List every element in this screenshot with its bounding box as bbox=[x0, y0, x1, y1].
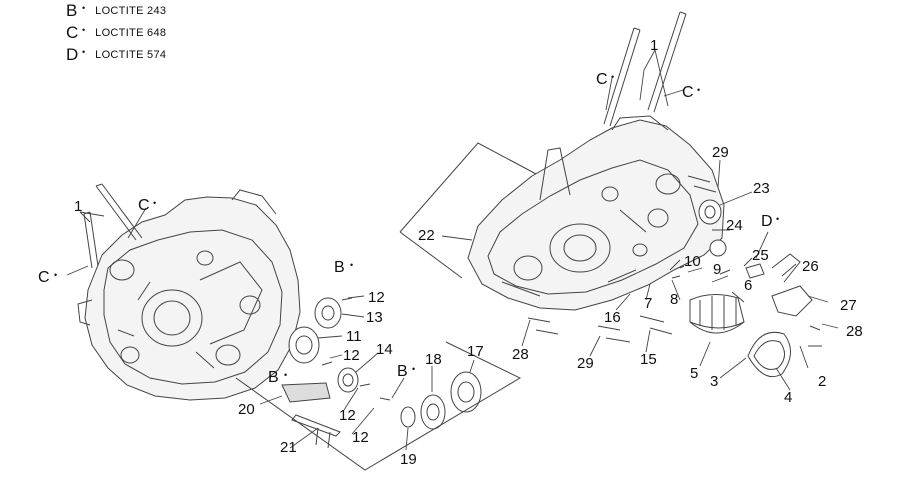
right-crankcase bbox=[467, 115, 725, 311]
callout-b-left-top: B bbox=[334, 259, 345, 276]
callout-26: 26 bbox=[802, 258, 819, 275]
callout-4: 4 bbox=[784, 389, 792, 406]
callout-1-right: 1 bbox=[650, 37, 658, 54]
legend-row-b: B • LOCTITE 243 bbox=[66, 0, 166, 22]
legend-row-d: D• LOCTITE 574 bbox=[66, 44, 166, 66]
callout-1-left: 1 bbox=[74, 198, 82, 215]
callout-28-left: 28 bbox=[512, 346, 529, 363]
right-studs bbox=[603, 11, 687, 127]
callout-12-a: 12 bbox=[368, 289, 385, 306]
callout-29-bottom: 29 bbox=[577, 355, 594, 372]
drop-icon: • bbox=[153, 198, 156, 208]
legend-letter: C bbox=[66, 23, 79, 42]
callout-21: 21 bbox=[280, 439, 297, 456]
callout-20: 20 bbox=[238, 401, 255, 418]
drop-icon: • bbox=[82, 25, 86, 35]
callout-19: 19 bbox=[400, 451, 417, 468]
legend-letter: B bbox=[66, 1, 78, 20]
callout-18: 18 bbox=[425, 351, 442, 368]
loctite-legend: B•LOCTITE 243 C•LOCTITE 648 D•LOCTITE 57… bbox=[66, 0, 166, 66]
callout-c-right-left: C bbox=[596, 71, 608, 88]
left-crankcase bbox=[77, 189, 301, 401]
legend-letter: D bbox=[66, 45, 79, 64]
callout-13: 13 bbox=[366, 309, 383, 326]
callout-27: 27 bbox=[840, 297, 857, 314]
callout-2: 2 bbox=[818, 373, 826, 390]
callout-b-right-mid: B bbox=[397, 363, 408, 380]
callout-22: 22 bbox=[418, 227, 435, 244]
callout-d: D bbox=[761, 213, 773, 230]
drop-icon: • bbox=[284, 370, 287, 380]
callout-9: 9 bbox=[713, 261, 721, 278]
callout-3: 3 bbox=[710, 373, 718, 390]
drop-icon: • bbox=[611, 72, 614, 82]
left-group-bracket bbox=[235, 341, 522, 471]
callout-25: 25 bbox=[752, 247, 769, 264]
callout-16: 16 bbox=[604, 309, 621, 326]
callout-24: 24 bbox=[726, 217, 743, 234]
callout-c-left-top: C bbox=[138, 197, 150, 214]
callout-14: 14 bbox=[376, 341, 393, 358]
leader-lines bbox=[66, 49, 839, 451]
right-small-parts bbox=[527, 175, 822, 378]
callout-b-left-mid: B bbox=[268, 369, 279, 386]
callout-15: 15 bbox=[640, 351, 657, 368]
callout-5: 5 bbox=[690, 365, 698, 382]
callout-17: 17 bbox=[467, 343, 484, 360]
callout-7: 7 bbox=[644, 295, 652, 312]
callout-c-left-bottom: C bbox=[38, 269, 50, 286]
callout-11: 11 bbox=[346, 328, 362, 345]
callout-23: 23 bbox=[753, 180, 770, 197]
legend-row-c: C• LOCTITE 648 bbox=[66, 22, 166, 44]
drop-icon: • bbox=[54, 270, 57, 280]
legend-text: LOCTITE 574 bbox=[95, 49, 167, 61]
callout-labels: 1 C • C • B • 12 13 11 12 14 18 17 B • B… bbox=[38, 37, 863, 468]
callout-6: 6 bbox=[744, 277, 752, 294]
callout-29-top: 29 bbox=[712, 144, 729, 161]
callout-8: 8 bbox=[670, 291, 678, 308]
left-small-parts bbox=[281, 297, 482, 449]
right-group-bracket bbox=[399, 142, 539, 279]
callout-10: 10 bbox=[684, 253, 701, 270]
callout-c-right-right: C bbox=[682, 84, 694, 101]
legend-text: LOCTITE 243 bbox=[95, 5, 167, 17]
callout-12-d: 12 bbox=[352, 429, 369, 446]
drop-icon: • bbox=[350, 260, 353, 270]
callout-28-right: 28 bbox=[846, 323, 863, 340]
drop-icon: • bbox=[82, 3, 86, 13]
legend-text: LOCTITE 648 bbox=[95, 27, 167, 39]
drop-icon: • bbox=[697, 85, 700, 95]
callout-12-b: 12 bbox=[343, 347, 360, 364]
drop-icon: • bbox=[82, 47, 86, 57]
drop-icon: • bbox=[412, 364, 415, 374]
drop-icon: • bbox=[776, 214, 779, 224]
callout-12-c: 12 bbox=[339, 407, 356, 424]
